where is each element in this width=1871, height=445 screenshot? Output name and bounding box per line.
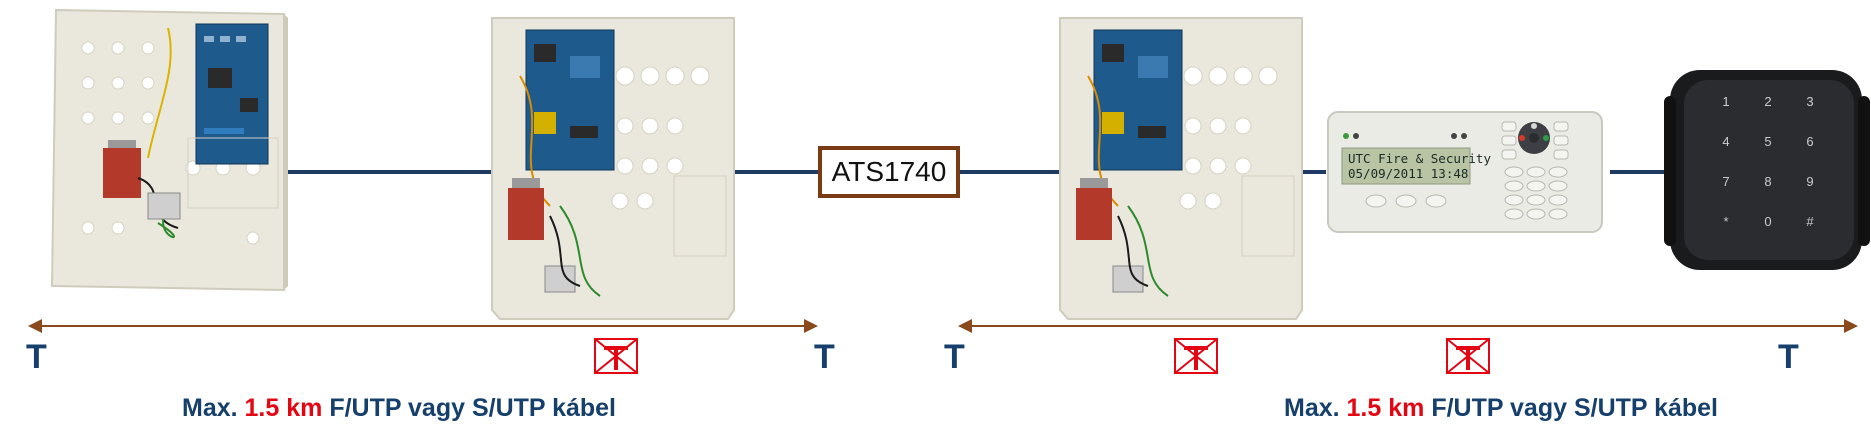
ats1740-label: ATS1740: [831, 156, 947, 187]
distance-arrow-1: [28, 319, 818, 333]
segment-caption-2: Max. 1.5 km F/UTP vagy S/UTP kábel: [1284, 394, 1718, 423]
caption-prefix: Max.: [1284, 394, 1347, 422]
bus-line-4: [1302, 170, 1326, 174]
control-panel-2: [490, 16, 738, 321]
terminator-2: T: [814, 338, 835, 376]
reader-key-label: 1: [1722, 94, 1729, 109]
caption-suffix: F/UTP vagy S/UTP kábel: [1424, 394, 1719, 422]
reader-key-label: 3: [1806, 94, 1813, 109]
lcd-line-2: 05/09/2011 13:48: [1348, 166, 1468, 181]
ats1740-interface-box: ATS1740: [818, 146, 960, 198]
bus-line-3: [960, 170, 1062, 174]
terminator-1: T: [26, 338, 47, 376]
control-panel-1: [48, 8, 288, 293]
reader-key-label: 0: [1764, 214, 1771, 229]
reader-key-label: 9: [1806, 174, 1813, 189]
keypad-card-reader: 1 2 3 4 5 6 7 8 9 * 0 #: [1664, 66, 1870, 274]
keypad-card-reader-icon: 1 2 3 4 5 6 7 8 9 * 0 #: [1664, 70, 1870, 270]
reader-key-label: 4: [1722, 134, 1729, 149]
terminator-3: T: [944, 338, 965, 376]
distance-arrow-2: [958, 319, 1858, 333]
alarm-control-panel-icon: [1059, 17, 1303, 320]
bus-line-2: [735, 170, 818, 174]
reader-key-label: *: [1723, 214, 1728, 229]
lcd-keypad: UTC Fire & Security 05/09/2011 13:48: [1326, 108, 1606, 236]
no-splice-icon: [1446, 338, 1490, 374]
caption-suffix: F/UTP vagy S/UTP kábel: [322, 394, 617, 422]
caption-distance: 1.5 km: [1346, 394, 1425, 422]
caption-distance: 1.5 km: [244, 394, 323, 422]
lcd-keypad-icon: UTC Fire & Security 05/09/2011 13:48: [1327, 111, 1603, 233]
reader-key-label: 2: [1764, 94, 1771, 109]
no-splice-icon: [1174, 338, 1218, 374]
bus-line-1: [288, 170, 500, 174]
alarm-control-panel-icon: [50, 8, 288, 292]
reader-key-label: 5: [1764, 134, 1771, 149]
reader-key-label: 6: [1806, 134, 1813, 149]
lcd-line-1: UTC Fire & Security: [1348, 151, 1491, 166]
reader-key-label: 7: [1722, 174, 1729, 189]
reader-key-label: 8: [1764, 174, 1771, 189]
segment-caption-1: Max. 1.5 km F/UTP vagy S/UTP kábel: [182, 394, 616, 423]
no-splice-icon: [594, 338, 638, 374]
alarm-control-panel-icon: [491, 17, 735, 320]
control-panel-3: [1058, 16, 1306, 321]
caption-prefix: Max.: [182, 394, 245, 422]
bus-line-5: [1610, 170, 1666, 174]
terminator-4: T: [1778, 338, 1799, 376]
reader-key-label: #: [1806, 214, 1814, 229]
